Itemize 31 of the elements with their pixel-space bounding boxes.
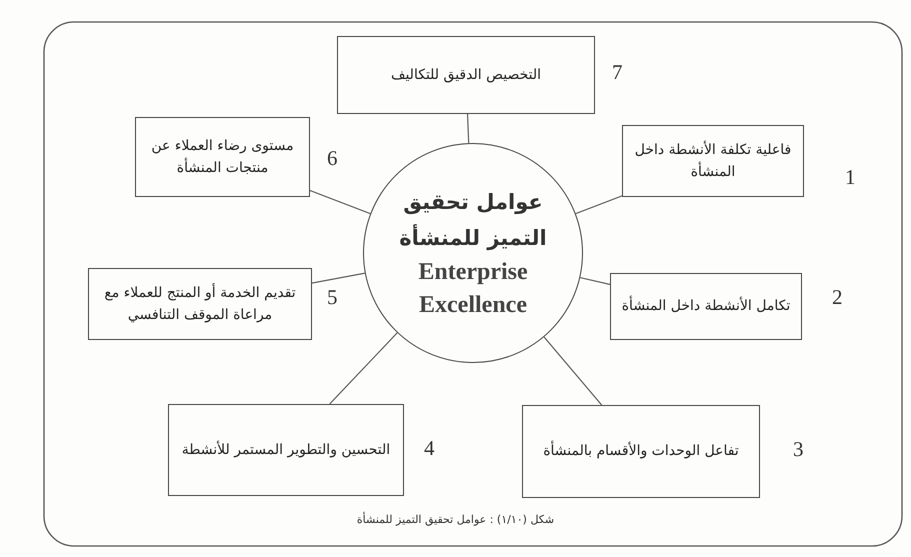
factor-box — [135, 117, 310, 197]
connector-line — [329, 332, 398, 404]
factor-text: مستوى رضاء العملاء عن منتجات المنشأة — [150, 136, 295, 178]
factor-text: تفاعل الوحدات والأقسام بالمنشأة — [543, 440, 739, 463]
connector-line — [576, 195, 622, 214]
connector-line — [466, 114, 470, 144]
connector-line — [312, 272, 365, 284]
factor-number: 1 — [845, 165, 856, 190]
figure-caption: شكل (١/١٠) : عوامل تحقيق التميز للمنشأة — [356, 513, 556, 526]
factor-text: تقديم الخدمة أو المنتج للعملاء مع مراعاة الموقف التنافسي — [103, 282, 297, 325]
factor-text: تكامل الأنشطة داخل المنشأة — [622, 295, 790, 318]
factor-number: 5 — [327, 285, 338, 310]
factor-number: 4 — [424, 436, 434, 461]
factor-number: 2 — [832, 285, 842, 310]
factor-text: التحسين والتطوير المستمر للأنشطة — [182, 440, 390, 460]
connector-line — [310, 190, 370, 214]
factor-box — [337, 36, 595, 114]
factor-box — [622, 125, 804, 197]
factor-text: التخصيص الدقيق للتكاليف — [390, 66, 542, 85]
factor-number: 7 — [612, 60, 622, 85]
factor-text: فاعلية تكلفة الأنشطة داخل المنشأة — [634, 140, 792, 182]
factor-number: 6 — [327, 146, 338, 171]
connector-line — [544, 336, 602, 406]
factor-box — [88, 268, 312, 340]
center-title: عوامل تحقيق التميز للمنشأة — [398, 188, 548, 252]
factor-box — [522, 405, 760, 498]
factor-number: 3 — [793, 437, 804, 462]
factor-box — [168, 404, 404, 496]
factor-box — [610, 273, 802, 340]
connector-line — [580, 277, 610, 285]
center-subtitle: Enterprise Excellence — [417, 258, 529, 320]
